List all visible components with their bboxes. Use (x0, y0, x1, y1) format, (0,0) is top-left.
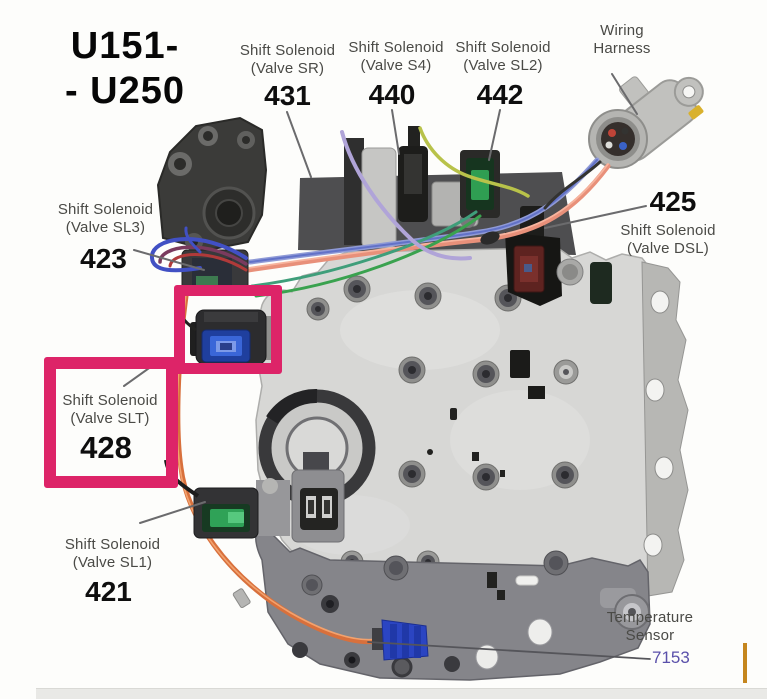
label-sr: Shift Solenoid (Valve SR) (239, 42, 336, 78)
label-dsl: Shift Solenoid (Valve DSL) (620, 222, 716, 258)
case-connector (291, 469, 345, 543)
number-temperature-sensor: 7153 (652, 648, 690, 667)
label-slt: Shift Solenoid (Valve SLT) (62, 392, 158, 428)
s4-connector (398, 126, 428, 222)
number-slt: 428 (80, 430, 132, 465)
title-line2: - U250 (64, 69, 186, 112)
number-sl1: 421 (85, 576, 132, 607)
temperature-sensor (372, 619, 429, 661)
highlight-box-slt-solenoid (174, 285, 282, 374)
photo-bottom-edge (36, 688, 767, 699)
orange-edge-mark (743, 643, 747, 683)
number-sl2: 442 (476, 79, 524, 110)
sl3-solenoid (150, 226, 249, 293)
number-dsl: 425 (649, 186, 697, 217)
dsl-connector (505, 206, 612, 306)
label-wiring-harness: Wiring Harness (593, 22, 651, 58)
sl1-solenoid (164, 459, 290, 539)
label-sl2: Shift Solenoid (Valve SL2) (455, 39, 551, 75)
number-s4: 440 (368, 79, 416, 110)
number-sr: 431 (264, 80, 311, 111)
diagram-title: U151- - U250 (44, 24, 206, 114)
label-temperature-sensor: Temperature Sensor (606, 609, 694, 645)
case-casting (156, 116, 268, 252)
leader-lines (123, 73, 651, 660)
highlight-box-slt-label (44, 357, 178, 488)
number-sl3: 423 (80, 243, 127, 274)
title-line1: U151- (70, 25, 180, 67)
label-sl1: Shift Solenoid (Valve SL1) (64, 536, 161, 572)
slt-solenoid (174, 299, 278, 365)
wiring-harness-connector (588, 76, 704, 169)
valve-body-plate (255, 206, 689, 597)
sl2-connector (460, 150, 500, 218)
label-s4: Shift Solenoid (Valve S4) (348, 39, 444, 75)
label-sl3: Shift Solenoid (Valve SL3) (57, 201, 154, 237)
wire-loom (175, 126, 611, 645)
